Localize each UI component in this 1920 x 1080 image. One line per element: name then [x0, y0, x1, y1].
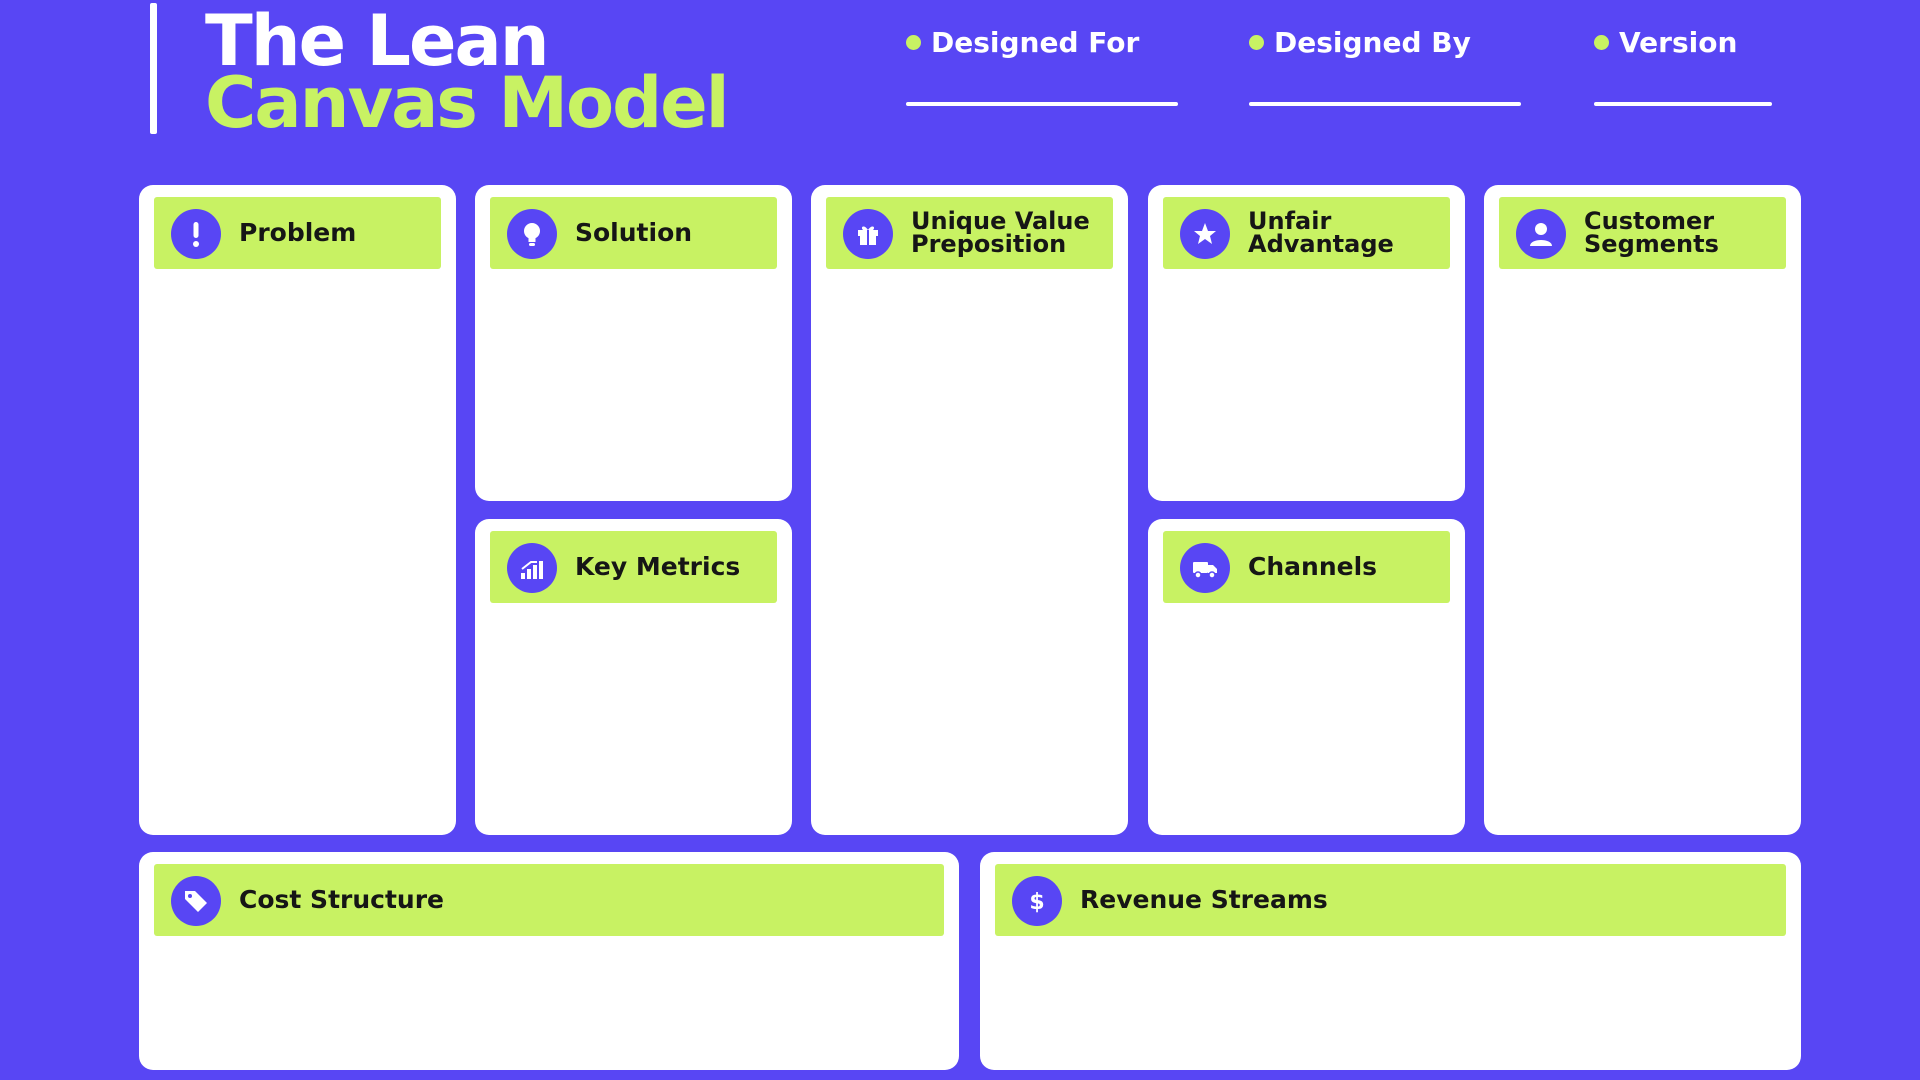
revenue-streams-header: $ Revenue Streams	[995, 864, 1786, 936]
cost-structure-block: Cost Structure	[139, 852, 959, 1070]
designed-by-label: Designed By	[1274, 26, 1471, 59]
revenue-streams-block: $ Revenue Streams	[980, 852, 1801, 1070]
star-icon	[1180, 209, 1230, 259]
svg-text:$: $	[1029, 890, 1044, 915]
problem-header: Problem	[154, 197, 441, 269]
problem-title: Problem	[239, 218, 357, 247]
bullet-dot-icon	[1249, 35, 1264, 50]
unfair-advantage-title: Unfair Advantage	[1248, 207, 1394, 258]
designed-by-underline	[1249, 102, 1521, 106]
unique-value-input[interactable]	[826, 280, 1113, 823]
cost-structure-header: Cost Structure	[154, 864, 944, 936]
problem-block: Problem	[139, 185, 456, 835]
unique-value-block: Unique Value Preposition	[811, 185, 1128, 835]
unique-value-title: Unique Value Preposition	[911, 207, 1090, 258]
user-icon	[1516, 209, 1566, 259]
solution-title: Solution	[575, 218, 693, 247]
unfair-advantage-input[interactable]	[1163, 280, 1450, 489]
solution-input[interactable]	[490, 280, 777, 489]
unfair-advantage-header: Unfair Advantage	[1163, 197, 1450, 269]
customer-segments-input[interactable]	[1499, 280, 1786, 823]
gift-icon	[843, 209, 893, 259]
revenue-streams-title: Revenue Streams	[1080, 885, 1328, 914]
channels-input[interactable]	[1163, 614, 1450, 823]
customer-segments-title: Customer Segments	[1584, 207, 1719, 258]
customer-segments-block: Customer Segments	[1484, 185, 1801, 835]
cost-structure-title: Cost Structure	[239, 885, 444, 914]
designed-for-underline	[906, 102, 1178, 106]
version-label: Version	[1619, 26, 1738, 59]
exclamation-icon	[171, 209, 221, 259]
dollar-icon: $	[1012, 876, 1062, 926]
key-metrics-title: Key Metrics	[575, 552, 741, 581]
designed-by-input[interactable]	[1249, 70, 1521, 98]
lightbulb-icon	[507, 209, 557, 259]
solution-header: Solution	[490, 197, 777, 269]
cost-structure-input[interactable]	[154, 947, 944, 1058]
problem-input[interactable]	[154, 280, 441, 823]
key-metrics-input[interactable]	[490, 614, 777, 823]
page-title-line2: Canvas Model	[205, 62, 730, 144]
key-metrics-block: Key Metrics	[475, 519, 792, 835]
solution-block: Solution	[475, 185, 792, 501]
channels-block: Channels	[1148, 519, 1465, 835]
version-input[interactable]	[1594, 70, 1772, 98]
bullet-dot-icon	[1594, 35, 1609, 50]
bullet-dot-icon	[906, 35, 921, 50]
version-field: Version	[1594, 26, 1772, 110]
channels-header: Channels	[1163, 531, 1450, 603]
designed-for-input[interactable]	[906, 70, 1178, 98]
revenue-streams-input[interactable]	[995, 947, 1786, 1058]
designed-for-label: Designed For	[931, 26, 1140, 59]
bar-chart-icon	[507, 543, 557, 593]
unfair-advantage-block: Unfair Advantage	[1148, 185, 1465, 501]
key-metrics-header: Key Metrics	[490, 531, 777, 603]
channels-title: Channels	[1248, 552, 1378, 581]
designed-by-field: Designed By	[1249, 26, 1521, 110]
version-underline	[1594, 102, 1772, 106]
unique-value-header: Unique Value Preposition	[826, 197, 1113, 269]
page-title-line1: The Lean	[205, 0, 550, 82]
truck-icon	[1180, 543, 1230, 593]
title-accent-bar	[150, 3, 157, 134]
customer-segments-header: Customer Segments	[1499, 197, 1786, 269]
designed-for-field: Designed For	[906, 26, 1178, 110]
tag-icon	[171, 876, 221, 926]
